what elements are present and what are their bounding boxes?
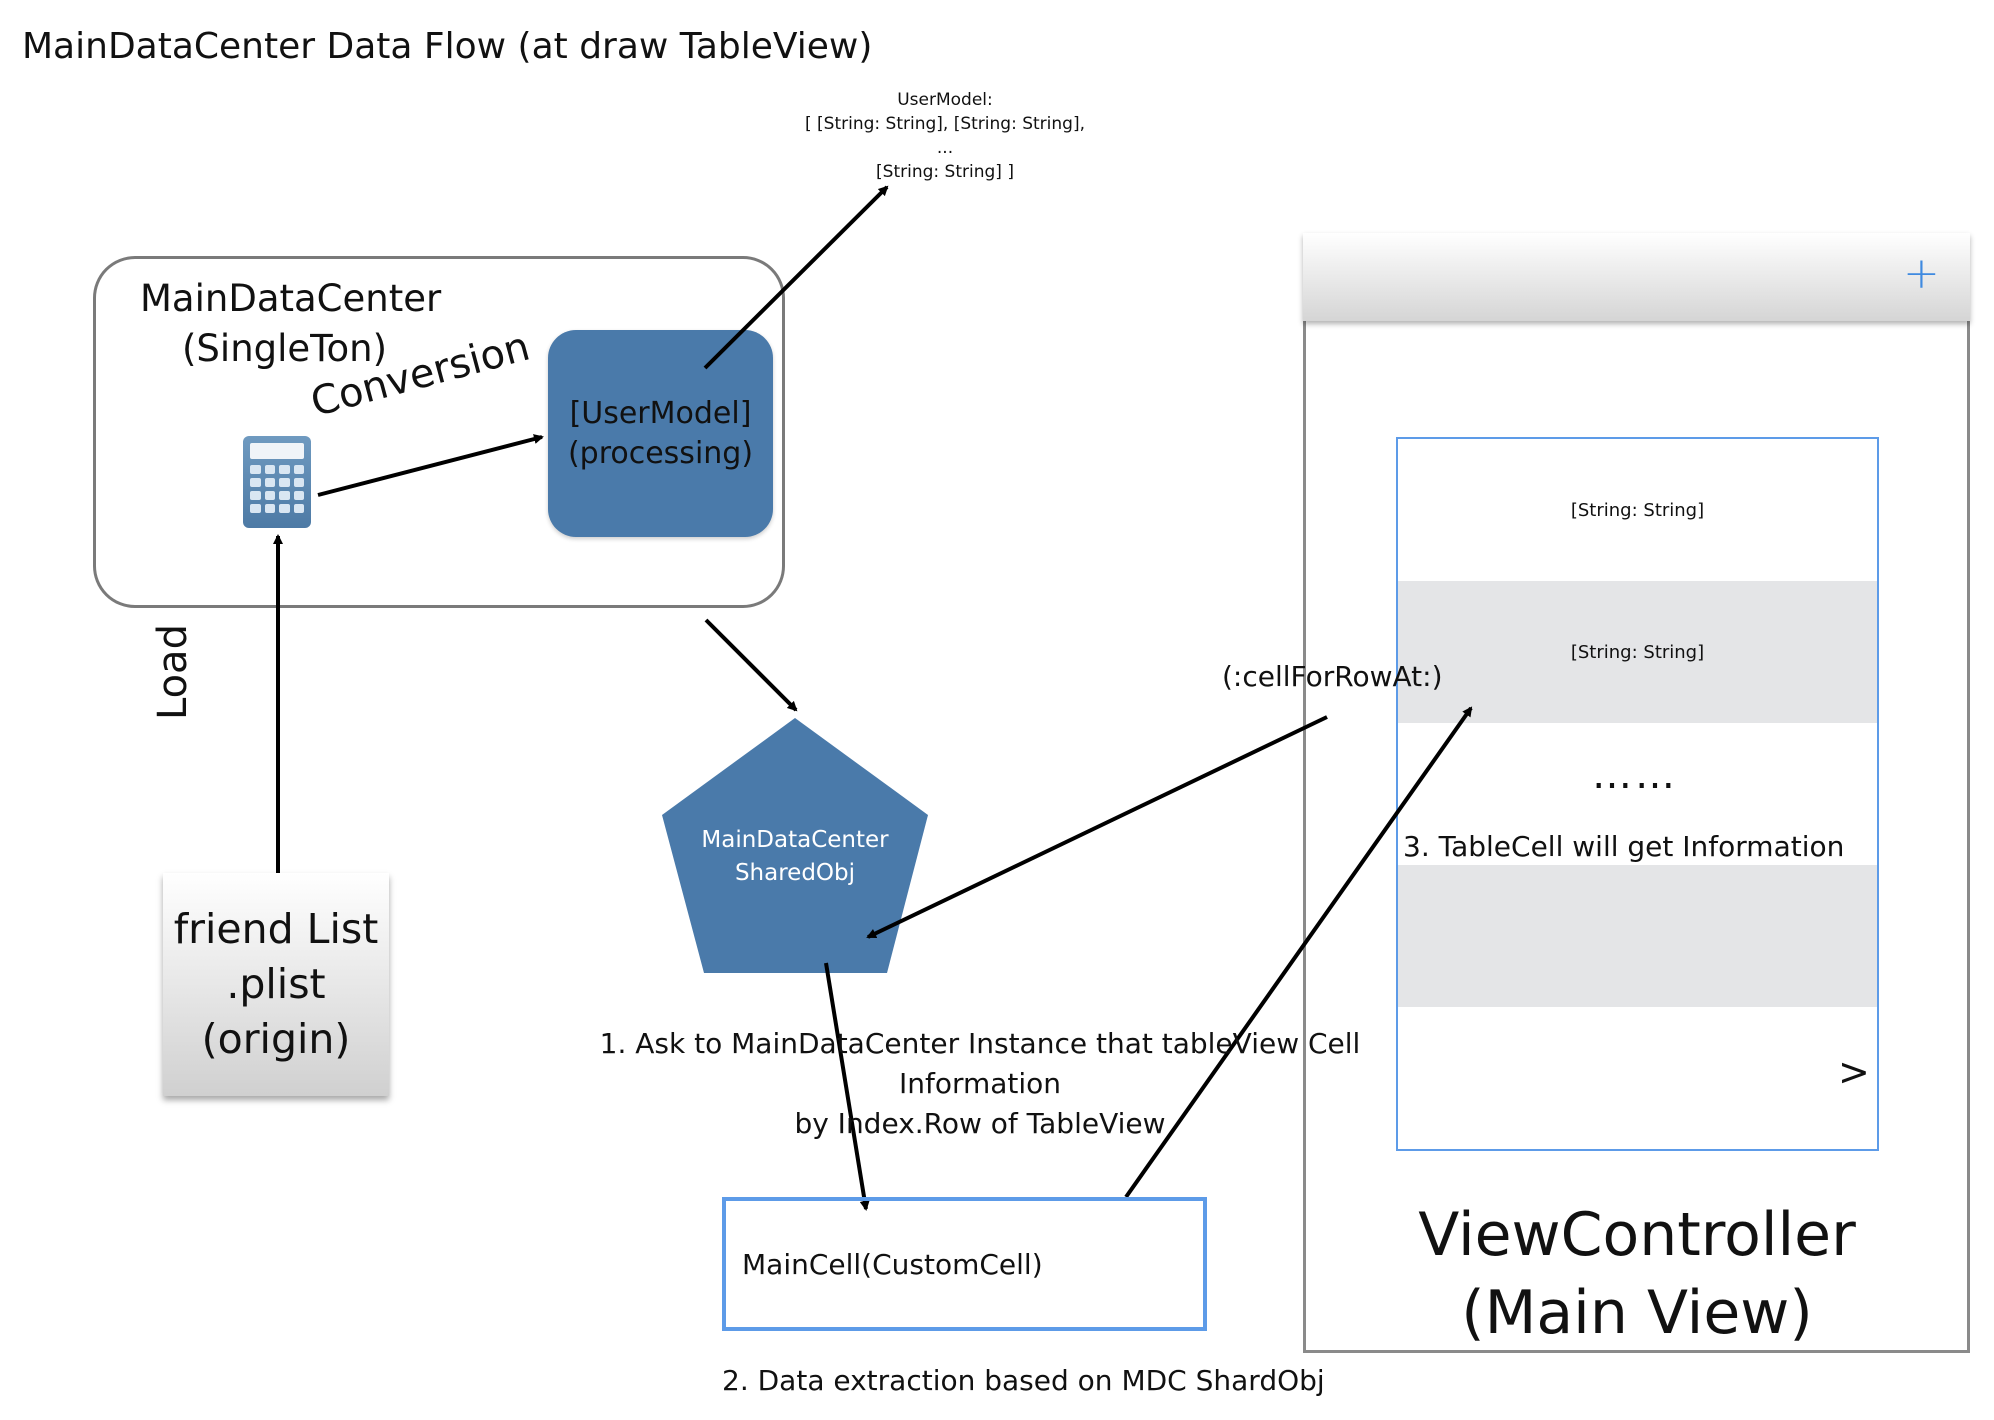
table-view[interactable]: [String: String] [String: String]: [1396, 437, 1879, 1151]
usermodel-note-line: [ [String: String], [String: String],: [805, 114, 1085, 134]
table-row[interactable]: [String: String]: [1398, 439, 1877, 581]
arrow-maincell-to-table: [1124, 706, 1473, 1199]
chevron-right-icon[interactable]: >: [1838, 1050, 1870, 1094]
diagram-title: MainDataCenter Data Flow (at draw TableV…: [22, 26, 873, 67]
shared-obj-label-line: SharedObj: [734, 860, 856, 886]
main-data-center-title: MainDataCenter (SingleTon): [140, 274, 441, 374]
main-data-center-title-line: (SingleTon): [182, 327, 388, 370]
arrow-mdc-to-sharedobj: [704, 618, 798, 712]
view-controller-title-line: ViewController: [1418, 1200, 1856, 1270]
plist-line: friend List: [173, 905, 379, 953]
table-row[interactable]: [1398, 865, 1877, 1007]
arrow-sharedobj-to-maincell: [824, 962, 870, 1211]
view-controller-title-line: (Main View): [1461, 1278, 1813, 1348]
table-row[interactable]: [String: String]: [1398, 581, 1877, 723]
arrow-cellforrowat: [866, 715, 1328, 939]
main-cell-label: MainCell(CustomCell): [742, 1247, 1043, 1281]
arrow-conversion: [317, 434, 544, 497]
add-icon[interactable]: +: [1903, 248, 1940, 299]
usermodel-note-line: ...: [936, 138, 954, 158]
usermodel-box-line: [UserModel]: [569, 395, 752, 431]
navigation-bar: [1303, 233, 1970, 321]
view-controller-title: ViewController (Main View): [1330, 1196, 1944, 1352]
table-row-label: [String: String]: [1570, 641, 1705, 663]
cellforrowat-label: (:cellForRowAt:): [1222, 660, 1443, 693]
main-data-center-box: [93, 256, 785, 608]
main-cell-box: MainCell(CustomCell): [722, 1197, 1207, 1331]
step2-label: 2. Data extraction based on MDC ShardObj: [722, 1364, 1325, 1397]
usermodel-note-line: UserModel:: [897, 90, 993, 110]
calculator-icon: [243, 436, 311, 528]
ellipsis: ……: [1592, 752, 1678, 798]
usermodel-processing-box: [UserModel] (processing): [548, 330, 773, 537]
plist-line: (origin): [201, 1015, 351, 1063]
plist-line: .plist: [226, 960, 326, 1008]
shared-obj-label-line: MainDataCenter: [701, 827, 889, 853]
main-data-center-title-line: MainDataCenter: [140, 277, 442, 320]
step1-label: 1. Ask to MainDataCenter Instance that t…: [520, 1024, 1440, 1144]
arrow-to-usermodel-note: [703, 185, 889, 370]
friend-list-plist: friend List .plist (origin): [163, 873, 389, 1096]
usermodel-note-line: [String: String] ]: [876, 162, 1014, 182]
step1-line: by Index.Row of TableView: [794, 1107, 1166, 1140]
shared-obj-pentagon: [662, 718, 928, 973]
shared-obj-label: MainDataCenter SharedObj: [660, 824, 930, 890]
usermodel-note: UserModel: [ [String: String], [String: …: [780, 88, 1110, 184]
table-row-label: [String: String]: [1570, 499, 1705, 521]
step1-line: 1. Ask to MainDataCenter Instance that t…: [599, 1027, 1361, 1100]
step3-label: 3. TableCell will get Information: [1403, 830, 1845, 863]
usermodel-box-line: (processing): [567, 435, 754, 471]
